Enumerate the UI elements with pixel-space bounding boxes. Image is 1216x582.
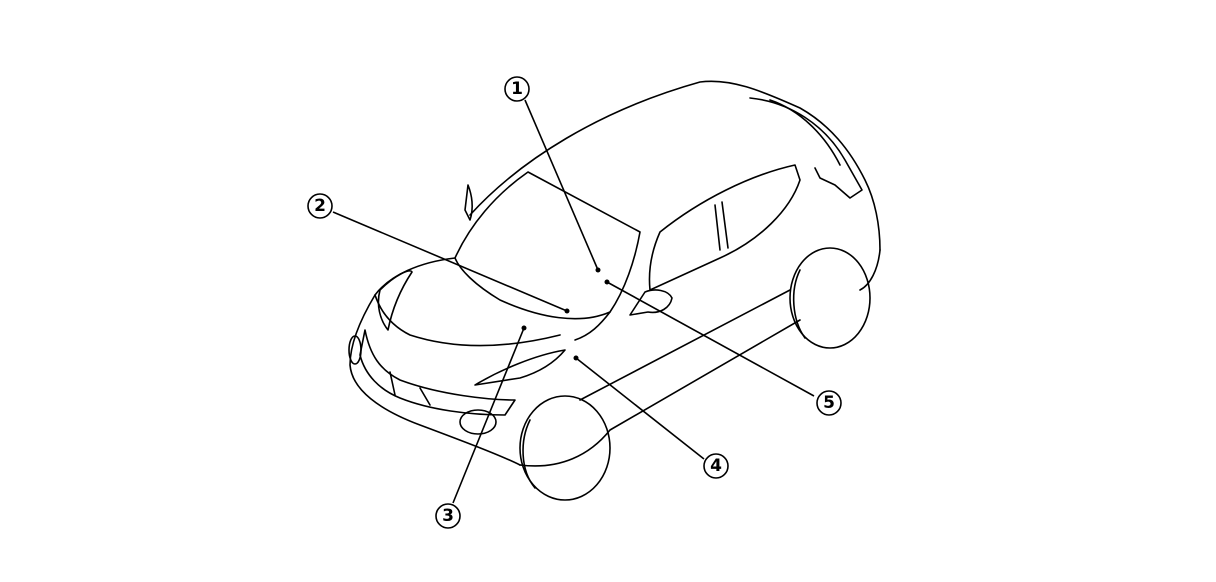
leader-lines bbox=[332, 99, 815, 504]
callout-label-5: 5 bbox=[823, 393, 835, 413]
point-4 bbox=[573, 355, 579, 361]
point-3 bbox=[521, 325, 527, 331]
callout-circle-4 bbox=[703, 453, 729, 479]
callout-circle-3 bbox=[435, 503, 461, 529]
callout-5: 5 bbox=[816, 390, 842, 416]
callout-label-4: 4 bbox=[710, 456, 722, 476]
callout-circle-2 bbox=[307, 193, 333, 219]
leader-line-1 bbox=[524, 99, 599, 271]
callout-4: 4 bbox=[703, 453, 729, 479]
callout-label-1: 1 bbox=[511, 79, 523, 99]
callout-circle-5 bbox=[816, 390, 842, 416]
point-5 bbox=[604, 279, 610, 285]
callout-2: 2 bbox=[307, 193, 333, 219]
point-2 bbox=[564, 308, 570, 314]
leader-line-3 bbox=[452, 327, 525, 504]
callout-1: 1 bbox=[504, 76, 530, 102]
car-outline bbox=[348, 80, 881, 501]
callout-3: 3 bbox=[435, 503, 461, 529]
leader-line-5 bbox=[606, 281, 815, 397]
leader-line-4 bbox=[575, 357, 705, 460]
callout-label-3: 3 bbox=[442, 506, 454, 526]
leader-line-2 bbox=[332, 211, 568, 312]
point-1 bbox=[595, 267, 601, 273]
callout-circle-1 bbox=[504, 76, 530, 102]
callout-label-2: 2 bbox=[314, 196, 326, 216]
